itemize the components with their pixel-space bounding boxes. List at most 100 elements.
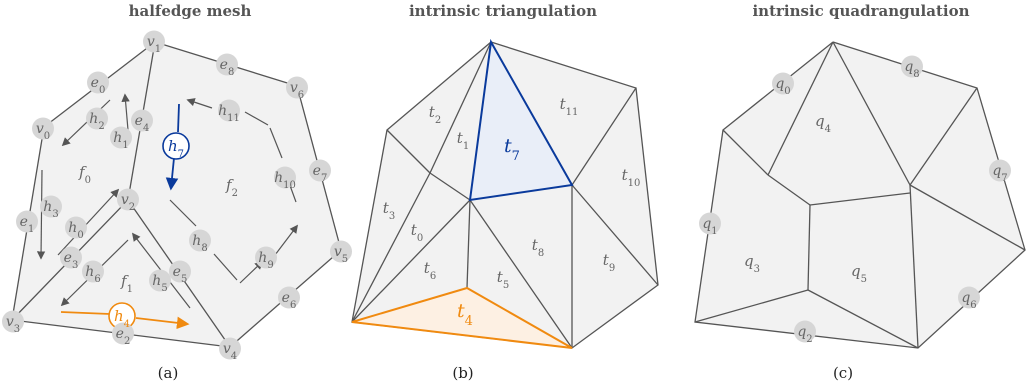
panel-c-title: intrinsic quadrangulation [752, 2, 970, 20]
h3-badge [40, 195, 62, 218]
label-t2: t2 [429, 103, 441, 126]
panel-c-intrinsic-quadrangulation: q0 q1 q2 q6 q7 q8 q3 q4 q5 [694, 41, 1026, 349]
h10-badge [274, 166, 296, 189]
h5-badge [149, 269, 171, 292]
panel-b-title: intrinsic triangulation [408, 2, 598, 20]
e8-badge [216, 53, 238, 76]
label-q2: q2 [797, 324, 812, 345]
panel-a-caption: (a) [157, 364, 179, 382]
h0-badge [65, 216, 87, 239]
edges-c [694, 41, 1026, 349]
h2-badge [86, 107, 108, 130]
label-e3: e3 [64, 250, 79, 271]
halfedge-arrows [36, 93, 299, 309]
label-e7: e7 [313, 163, 328, 184]
label-t8: t8 [532, 236, 544, 259]
label-t3: t3 [383, 199, 395, 222]
panel-a-title: halfedge mesh [128, 2, 252, 20]
triangle-t4-fill [352, 288, 572, 348]
label-q7: q7 [992, 163, 1007, 184]
v6-badge [286, 76, 308, 99]
label-e5: e5 [173, 264, 188, 285]
label-h2: h2 [89, 111, 104, 132]
labels-a: v0v1v2v3v4v5v6e0e1e2e3e4e5e6e7e8h0h1h2h3… [2, 30, 352, 362]
label-v5: v5 [334, 244, 348, 265]
label-v2: v2 [121, 192, 135, 213]
label-h6: h6 [85, 264, 100, 285]
label-t11: t11 [560, 95, 579, 118]
q1-badge [699, 212, 721, 235]
halfedge-h7-arrow [162, 103, 190, 191]
label-v0: v0 [36, 121, 50, 142]
label-v3: v3 [6, 314, 20, 335]
e5-badge [169, 260, 191, 283]
v2-badge [117, 188, 139, 211]
e0-badge [87, 71, 109, 94]
label-h1: h1 [113, 130, 128, 151]
label-t1: t1 [457, 129, 469, 152]
e2-badge [112, 322, 134, 345]
triangle-t4-outline [351, 286, 573, 349]
label-h11: h11 [218, 103, 240, 124]
e6-badge [278, 286, 300, 309]
label-v6: v6 [290, 80, 304, 101]
e3-badge [60, 246, 82, 269]
label-e0: e0 [91, 75, 106, 96]
q2-badge [794, 320, 816, 343]
q6-badge [958, 286, 980, 309]
label-v4: v4 [223, 341, 237, 362]
q0-badge [772, 72, 794, 95]
labels-c: q0 q1 q2 q6 q7 q8 q3 q4 q5 [699, 55, 1011, 345]
label-q0: q0 [775, 76, 790, 97]
label-h8: h8 [192, 233, 207, 254]
h9-badge [255, 246, 277, 269]
v3-badge [2, 310, 24, 333]
label-e1: e1 [20, 214, 35, 235]
label-t5: t5 [497, 268, 509, 291]
label-h0: h0 [68, 220, 83, 241]
e4-badge [131, 109, 153, 132]
h6-badge [82, 260, 104, 283]
panel-b-caption: (b) [452, 364, 474, 382]
triangle-t7-fill [470, 42, 572, 200]
label-q1: q1 [702, 216, 717, 237]
label-q4: q4 [815, 112, 831, 135]
panel-c-caption: (c) [832, 364, 854, 382]
q7-badge [989, 159, 1011, 182]
h8-badge [189, 229, 211, 252]
q8-badge [901, 55, 923, 78]
label-e8: e8 [220, 57, 235, 78]
label-t0: t0 [411, 221, 423, 244]
label-q5: q5 [851, 262, 867, 285]
face-f0 [12, 42, 155, 320]
label-f0: f0 [78, 163, 91, 186]
label-f1: f1 [120, 272, 133, 295]
h1-badge [110, 126, 132, 149]
label-h3: h3 [43, 199, 58, 220]
label-t9: t9 [603, 251, 615, 274]
triangle-t7-outline [468, 38, 574, 202]
label-q6: q6 [961, 290, 976, 311]
v5-badge [330, 240, 352, 263]
v4-badge [219, 337, 241, 360]
label-t4: t4 [457, 300, 473, 329]
h11-badge [218, 99, 240, 122]
e1-badge [16, 210, 38, 233]
label-q8: q8 [904, 59, 919, 80]
v0-badge [32, 117, 54, 140]
e7-badge [309, 159, 331, 182]
label-q3: q3 [744, 252, 760, 275]
label-e4: e4 [135, 113, 150, 134]
panel-a-halfedge-mesh: v0v1v2v3v4v5v6e0e1e2e3e4e5e6e7e8h0h1h2h3… [2, 30, 352, 362]
label-h9: h9 [258, 250, 273, 271]
label-t10: t10 [622, 166, 641, 189]
label-v1: v1 [147, 34, 161, 55]
label-t7: t7 [504, 135, 520, 164]
v1-badge [143, 30, 165, 53]
label-h10: h10 [274, 170, 296, 191]
label-h5: h5 [152, 273, 167, 294]
label-e2: e2 [116, 326, 131, 347]
